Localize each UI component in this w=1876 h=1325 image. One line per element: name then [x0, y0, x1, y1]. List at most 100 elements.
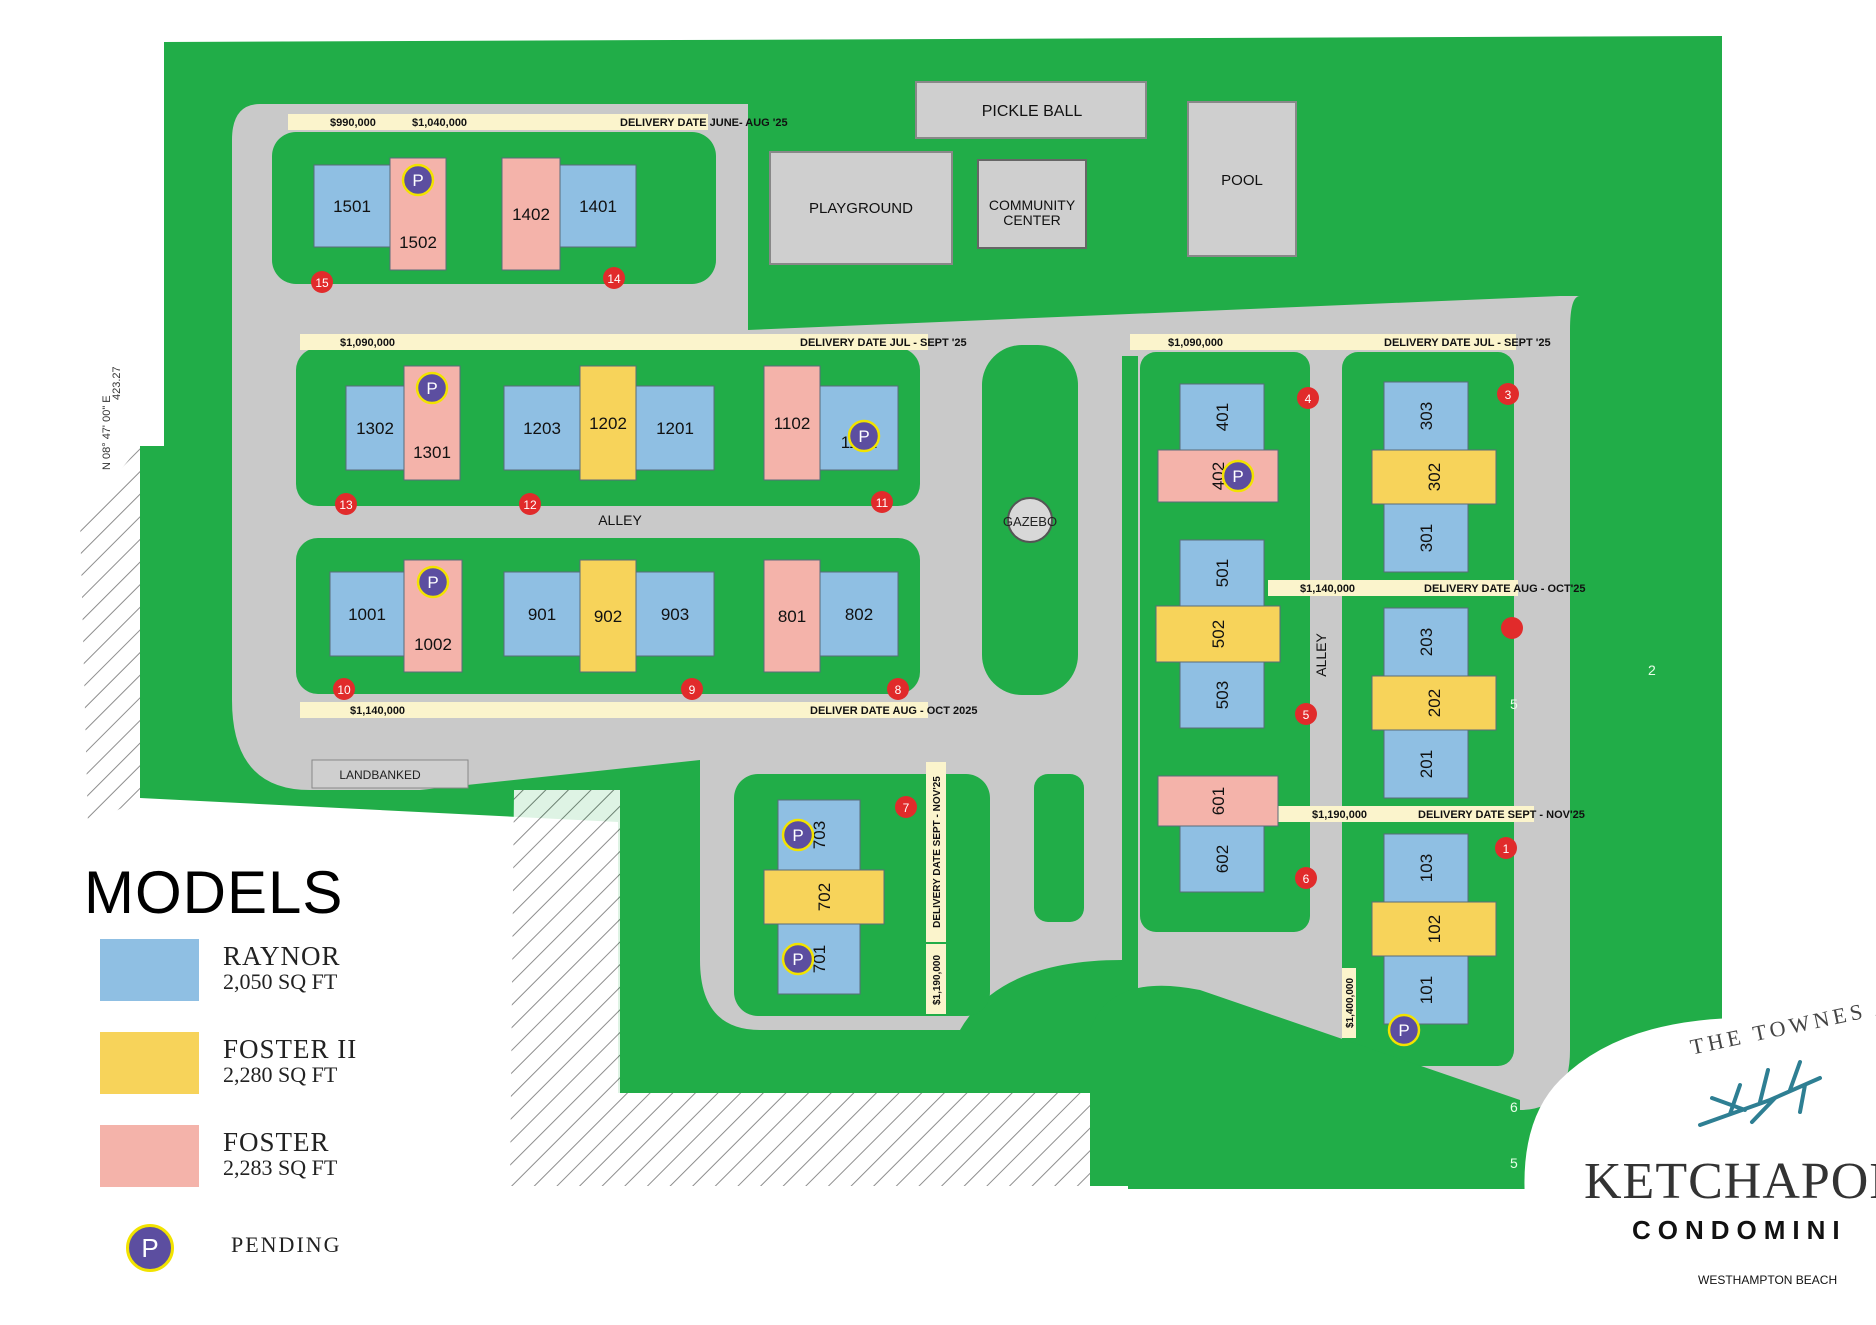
- lot-marker[interactable]: [519, 493, 541, 515]
- unit-footprint[interactable]: [503, 385, 581, 471]
- lot-marker[interactable]: [603, 267, 625, 289]
- unit-footprint[interactable]: [1383, 503, 1469, 573]
- unit-103[interactable]: 103: [1383, 833, 1469, 903]
- unit-503[interactable]: 503: [1179, 661, 1265, 729]
- unit-footprint[interactable]: [501, 157, 561, 271]
- unit-footprint[interactable]: [635, 571, 715, 657]
- unit-201[interactable]: 201: [1383, 729, 1469, 799]
- unit-footprint[interactable]: [819, 571, 899, 657]
- lot-marker[interactable]: [1501, 617, 1523, 639]
- unit-footprint[interactable]: [1383, 729, 1469, 799]
- lot-marker[interactable]: [895, 796, 917, 818]
- unit-footprint[interactable]: [559, 164, 637, 248]
- unit-label: 1202: [589, 414, 627, 433]
- unit-label: 1501: [333, 197, 371, 216]
- unit-footprint[interactable]: [579, 365, 637, 481]
- unit-1501[interactable]: 1501: [313, 164, 391, 248]
- unit-footprint[interactable]: [313, 164, 391, 248]
- unit-footprint[interactable]: [345, 385, 405, 471]
- unit-label: 301: [1417, 524, 1436, 552]
- unit-303[interactable]: 303: [1383, 381, 1469, 451]
- pending-icon-letter: P: [1398, 1021, 1409, 1040]
- unit-footprint[interactable]: [1179, 661, 1265, 729]
- pool-deck[interactable]: [1187, 101, 1297, 257]
- unit-footprint[interactable]: [1371, 901, 1497, 957]
- unit-footprint[interactable]: [1371, 449, 1497, 505]
- unit-202[interactable]: 202: [1371, 675, 1497, 731]
- unit-footprint[interactable]: [1383, 607, 1469, 677]
- unit-footprint[interactable]: [389, 157, 447, 271]
- unit-702[interactable]: 702: [763, 869, 885, 925]
- unit-1302[interactable]: 1302: [345, 385, 405, 471]
- pickleball-court[interactable]: [915, 81, 1147, 139]
- edge-number: 2: [1648, 662, 1656, 678]
- banner-text: $1,140,000: [1300, 583, 1355, 595]
- unit-footprint[interactable]: [1179, 539, 1265, 607]
- unit-102[interactable]: 102: [1371, 901, 1497, 957]
- playground-label: PLAYGROUND: [809, 200, 913, 217]
- lot-marker[interactable]: [1295, 867, 1317, 889]
- price-banner: [1278, 806, 1534, 822]
- lot-marker[interactable]: [333, 678, 355, 700]
- lot-marker[interactable]: [1295, 703, 1317, 725]
- unit-footprint[interactable]: [1179, 825, 1265, 893]
- playground[interactable]: [769, 151, 953, 265]
- legend-swatch-foster: [100, 1125, 199, 1187]
- unit-301[interactable]: 301: [1383, 503, 1469, 573]
- unit-footprint[interactable]: [1179, 383, 1265, 451]
- unit-footprint[interactable]: [329, 571, 405, 657]
- lot-marker[interactable]: [1497, 383, 1519, 405]
- unit-footprint[interactable]: [1371, 675, 1497, 731]
- legend-title: MODELS: [84, 859, 344, 926]
- unit-footprint[interactable]: [1157, 449, 1279, 503]
- unit-footprint[interactable]: [763, 365, 821, 481]
- unit-footprint[interactable]: [503, 571, 581, 657]
- unit-footprint[interactable]: [403, 559, 463, 673]
- unit-1201[interactable]: 1201: [635, 385, 715, 471]
- unit-302[interactable]: 302: [1371, 449, 1497, 505]
- unit-602[interactable]: 602: [1179, 825, 1265, 893]
- lot-marker[interactable]: [681, 678, 703, 700]
- legend-name: FOSTER II: [223, 1034, 358, 1064]
- unit-1001[interactable]: 1001: [329, 571, 405, 657]
- unit-footprint[interactable]: [1155, 605, 1281, 663]
- lot-marker[interactable]: [871, 491, 893, 513]
- unit-footprint[interactable]: [763, 869, 885, 925]
- lot-marker[interactable]: [311, 271, 333, 293]
- unit-801[interactable]: 801: [763, 559, 821, 673]
- unit-502[interactable]: 502: [1155, 605, 1281, 663]
- lot-marker[interactable]: [1495, 837, 1517, 859]
- lot-marker[interactable]: [1297, 387, 1319, 409]
- unit-1202[interactable]: 1202: [579, 365, 637, 481]
- unit-1401[interactable]: 1401: [559, 164, 637, 248]
- unit-903[interactable]: 903: [635, 571, 715, 657]
- unit-401[interactable]: 401: [1179, 383, 1265, 451]
- unit-1402[interactable]: 1402: [501, 157, 561, 271]
- unit-label: 1201: [656, 419, 694, 438]
- unit-footprint[interactable]: [635, 385, 715, 471]
- unit-802[interactable]: 802: [819, 571, 899, 657]
- unit-203[interactable]: 203: [1383, 607, 1469, 677]
- unit-601[interactable]: 601: [1157, 775, 1279, 827]
- community-center[interactable]: [977, 159, 1087, 249]
- gazebo-icon[interactable]: [1007, 497, 1053, 543]
- unit-901[interactable]: 901: [503, 571, 581, 657]
- lot-marker[interactable]: [887, 678, 909, 700]
- unit-501[interactable]: 501: [1179, 539, 1265, 607]
- unit-1102[interactable]: 1102: [763, 365, 821, 481]
- unit-footprint[interactable]: [1383, 955, 1469, 1025]
- lot-marker[interactable]: [335, 493, 357, 515]
- brand-name: KETCHAPON: [1584, 1153, 1876, 1210]
- unit-902[interactable]: 902: [579, 559, 637, 673]
- legend-swatch-raynor: [100, 939, 199, 1001]
- unit-1203[interactable]: 1203: [503, 385, 581, 471]
- unit-1101[interactable]: 1101P: [819, 385, 899, 471]
